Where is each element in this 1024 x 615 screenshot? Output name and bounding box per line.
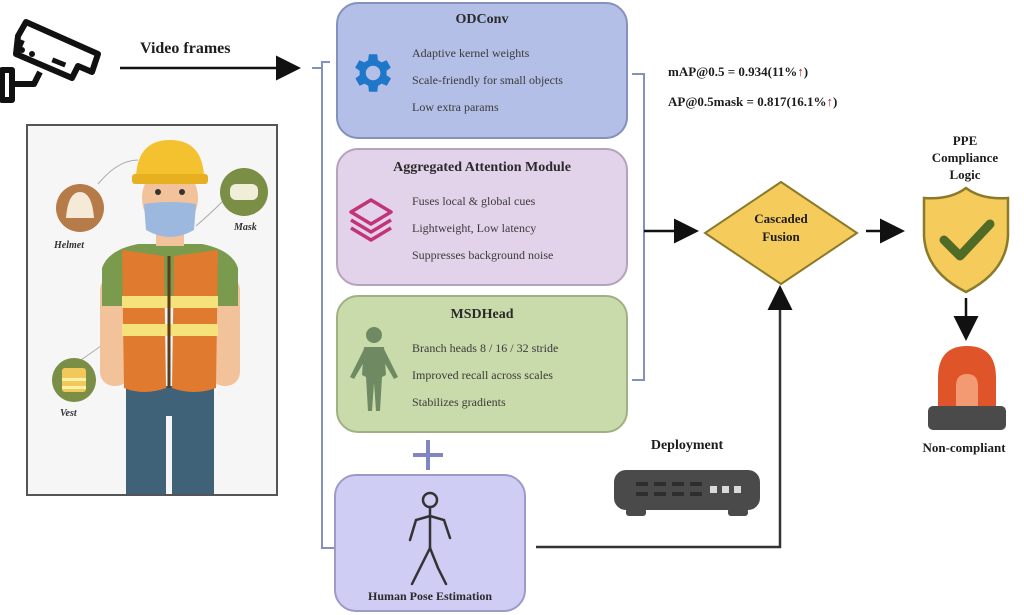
list-item: Lightweight, Low latency xyxy=(412,221,537,235)
list-item: Fuses local & global cues xyxy=(412,194,536,208)
human-pose-estimation-title: Human Pose Estimation xyxy=(367,589,492,603)
metric-map: mAP@0.5 = 0.934(11%↑) xyxy=(668,64,809,79)
edge-device-icon xyxy=(614,470,760,516)
right-bracket xyxy=(632,73,645,381)
list-item: Improved recall across scales xyxy=(412,368,553,382)
worker-illustration-panel: Helmet Mask Vest xyxy=(26,124,278,496)
gear-icon xyxy=(355,54,391,92)
up-arrow-icon: ↑ xyxy=(826,94,834,109)
odconv-module: ODConv Adaptive kernel weights Scale-fri… xyxy=(336,2,628,139)
mask-label: Mask xyxy=(234,222,257,233)
list-item: Suppresses background noise xyxy=(412,248,554,262)
list-item: Branch heads 8 / 16 / 32 stride xyxy=(412,341,559,355)
odconv-feature-list: Adaptive kernel weights Scale-friendly f… xyxy=(412,40,563,121)
alarm-siren-icon xyxy=(928,346,1006,430)
metric-ap-mask: AP@0.5mask = 0.817(16.1%↑) xyxy=(668,94,838,109)
msdhead-feature-list: Branch heads 8 / 16 / 32 stride Improved… xyxy=(412,335,558,416)
shield-check-icon xyxy=(922,186,1010,294)
msdhead-module: MSDHead Branch heads 8 / 16 / 32 stride … xyxy=(336,295,628,433)
person-icon xyxy=(350,327,398,411)
odconv-title: ODConv xyxy=(455,12,509,27)
cctv-camera-icon xyxy=(0,19,101,103)
ppe-compliance-logic-label: PPE Compliance Logic xyxy=(931,133,999,182)
layers-icon xyxy=(349,198,393,242)
cascaded-fusion-label: Cascaded Fusion xyxy=(754,211,808,244)
vest-label: Vest xyxy=(60,408,77,419)
pose-to-fusion-arrow xyxy=(536,285,793,549)
plus-icon xyxy=(413,440,443,470)
helmet-label: Helmet xyxy=(54,240,84,251)
aam-feature-list: Fuses local & global cues Lightweight, L… xyxy=(412,188,553,269)
cascaded-fusion-diamond xyxy=(703,180,859,286)
left-bracket xyxy=(312,61,334,549)
list-item: Stabilizes gradients xyxy=(412,395,506,409)
aam-title: Aggregated Attention Module xyxy=(393,160,571,175)
worker-figure xyxy=(52,140,268,494)
list-item: Low extra params xyxy=(412,100,499,114)
list-item: Scale-friendly for small objects xyxy=(412,73,563,87)
list-item: Adaptive kernel weights xyxy=(412,46,530,60)
stick-figure-icon xyxy=(408,491,452,586)
human-pose-estimation-module: Human Pose Estimation xyxy=(334,474,526,612)
up-arrow-icon: ↑ xyxy=(797,64,804,79)
msdhead-title: MSDHead xyxy=(450,307,514,322)
deployment-label: Deployment xyxy=(650,438,724,453)
non-compliant-label: Non-compliant xyxy=(922,440,1006,455)
video-frames-label: Video frames xyxy=(140,40,231,57)
aggregated-attention-module: Aggregated Attention Module Fuses local … xyxy=(336,148,628,286)
